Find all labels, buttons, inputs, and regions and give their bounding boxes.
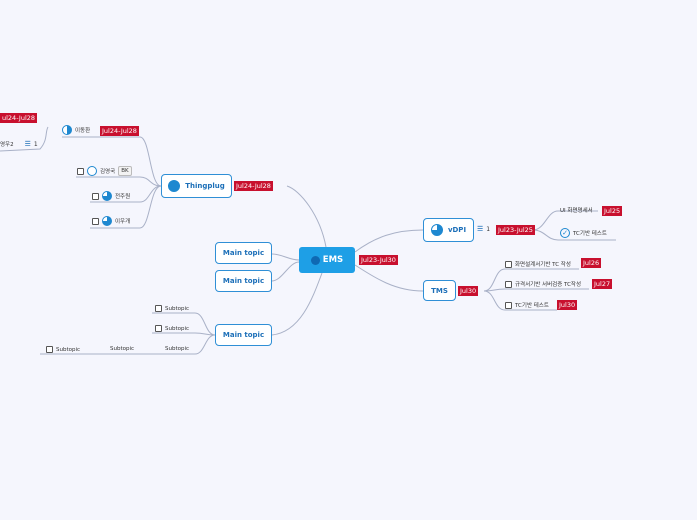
progress-icon	[102, 216, 112, 226]
main-topic-2-label: Main topic	[222, 277, 265, 285]
checkbox-icon[interactable]	[505, 301, 512, 309]
subtopic-label: Subtopic	[165, 305, 190, 312]
subtopic-date-tag: Jul24-Jul28	[100, 126, 139, 136]
subtopic-label: TC기반 테스트	[573, 231, 607, 237]
progress-half-icon	[62, 125, 72, 135]
vdpi-task-count: 1	[486, 225, 491, 233]
main-topic-3[interactable]: Main topic	[215, 324, 272, 346]
checkbox-icon[interactable]	[505, 280, 512, 288]
subtopic-label: Subtopic	[56, 346, 81, 353]
thingplug-subtopic-3[interactable]: 전주원	[92, 191, 130, 201]
topic-tms[interactable]: TMS	[423, 280, 456, 301]
checkbox-icon[interactable]	[77, 167, 84, 175]
topic-thingplug[interactable]: Thingplug	[161, 174, 232, 198]
central-date-tag: Jul23-Jul30	[359, 255, 398, 265]
vdpi-date-tag: Jul23-Jul25	[496, 225, 535, 235]
main-topic-1[interactable]: Main topic	[215, 242, 272, 264]
thingplug-subtopic-2[interactable]: 김영국 BK	[77, 166, 132, 176]
progress-empty-icon	[87, 166, 97, 176]
checkbox-icon[interactable]	[46, 346, 53, 353]
offscreen-task-count: 1	[33, 140, 38, 148]
subtopic-label: 전주원	[115, 194, 131, 200]
tms-subtopic-2[interactable]: 규격서기반 서버검증 TC작성	[505, 280, 581, 288]
subtopic-label: UI 화면명세서	[560, 208, 593, 214]
central-topic[interactable]: EMS	[299, 247, 355, 273]
globe-icon	[310, 255, 320, 265]
subtopic-label: 화면설계서기반 TC 작성	[515, 262, 571, 268]
tms-date-tag: Jul30	[458, 286, 479, 296]
main3-subtopic-2[interactable]: Subtopic	[155, 325, 189, 332]
subtopic-date-tag: Jul27	[592, 279, 613, 289]
nested-subtopic-1[interactable]: Subtopic	[110, 346, 134, 352]
checkbox-icon[interactable]	[92, 217, 99, 225]
task-list-icon: ☰	[24, 140, 31, 148]
main-topic-1-label: Main topic	[222, 249, 265, 257]
resource-badge: BK	[118, 166, 132, 176]
progress-icon	[430, 224, 443, 236]
subtopic-label: 이동환	[75, 128, 91, 134]
subtopic-label: 이우개	[115, 219, 131, 225]
vdpi-subtopic-1[interactable]: UI 화면명세서	[560, 206, 593, 214]
checkbox-icon[interactable]	[505, 260, 512, 268]
thingplug-date-tag: Jul24-Jul28	[234, 181, 273, 191]
subtopic-date-tag: Jul25	[602, 206, 623, 216]
progress-complete-icon	[168, 180, 181, 192]
task-list-icon: ☰	[477, 225, 484, 233]
subtopic-label: 영우2	[0, 142, 14, 148]
subtopic-label: 규격서기반 서버검증 TC작성	[515, 282, 582, 288]
vdpi-subtopic-2[interactable]: ✓ TC기반 테스트	[560, 228, 607, 238]
checkbox-icon[interactable]	[92, 192, 99, 200]
subtopic-label: TC기반 테스트	[515, 303, 549, 309]
thingplug-subtopic-4[interactable]: 이우개	[92, 216, 130, 226]
subtopic-label: 김영국	[100, 169, 116, 175]
checkbox-icon[interactable]	[155, 305, 162, 312]
central-topic-label: EMS	[322, 255, 344, 265]
topic-vdpi[interactable]: vDPI	[423, 218, 474, 242]
tms-subtopic-3[interactable]: TC기반 테스트	[505, 301, 549, 309]
offscreen-date-tag: ul24-Jul28	[0, 113, 38, 123]
offscreen-subtopic[interactable]: 영우2 ☰ 1	[0, 140, 38, 148]
checkbox-icon[interactable]	[155, 325, 162, 332]
topic-thingplug-label: Thingplug	[185, 182, 225, 190]
main3-subtopic-3[interactable]: Subtopic	[165, 346, 189, 352]
subtopic-label: Subtopic	[110, 346, 135, 352]
vdpi-task-indicator: ☰ 1	[477, 225, 490, 233]
main-topic-2[interactable]: Main topic	[215, 270, 272, 292]
main-topic-3-label: Main topic	[222, 331, 265, 339]
checkmark-done-icon: ✓	[560, 228, 570, 238]
subtopic-label: Subtopic	[165, 325, 190, 332]
topic-vdpi-label: vDPI	[447, 226, 467, 234]
topic-tms-label: TMS	[431, 286, 448, 295]
subtopic-date-tag: Jul30	[557, 300, 578, 310]
subtopic-label: Subtopic	[165, 346, 190, 352]
nested-subtopic-2[interactable]: Subtopic	[46, 346, 80, 353]
tms-subtopic-1[interactable]: 화면설계서기반 TC 작성	[505, 260, 571, 268]
main3-subtopic-1[interactable]: Subtopic	[155, 305, 189, 312]
progress-icon	[102, 191, 112, 201]
thingplug-subtopic-1[interactable]: 이동환	[62, 125, 90, 135]
subtopic-date-tag: Jul26	[581, 258, 602, 268]
